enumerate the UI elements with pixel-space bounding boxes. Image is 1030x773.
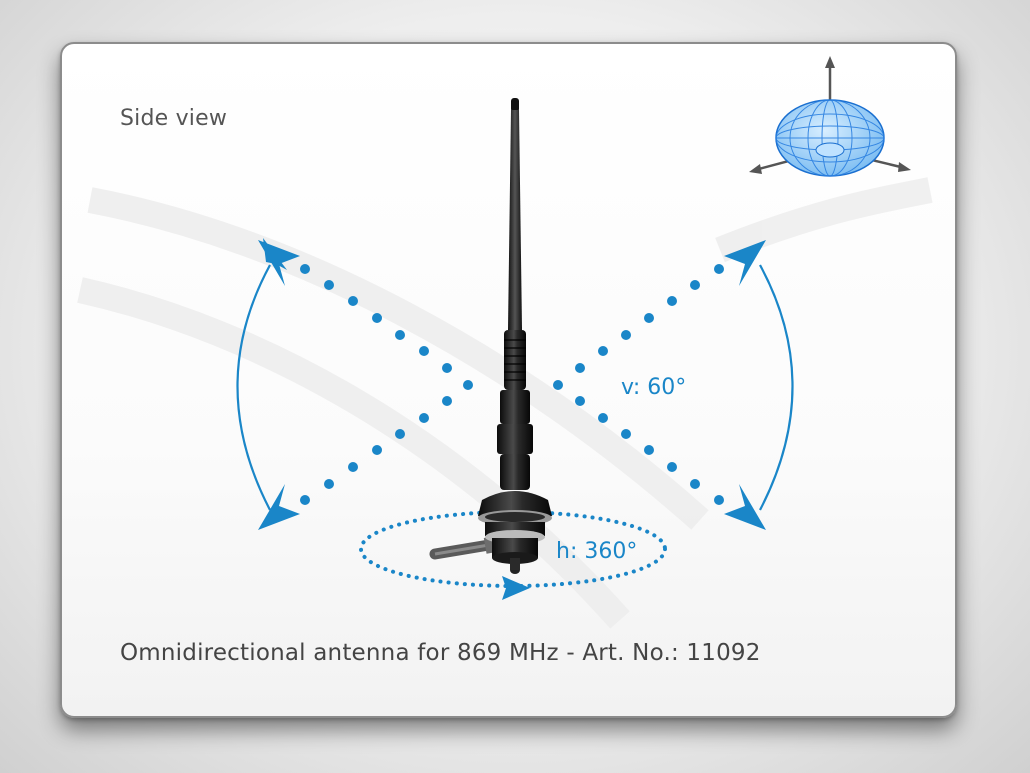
horizontal-angle-label: h: 360° <box>556 539 637 564</box>
vertical-sweep-arrow-right <box>759 264 794 511</box>
view-title: Side view <box>120 106 228 131</box>
antenna-image <box>429 98 552 574</box>
watermark-swoosh <box>77 177 933 629</box>
product-caption: Omnidirectional antenna for 869 MHz - Ar… <box>120 640 761 666</box>
beam-dots <box>300 264 724 505</box>
vertical-angle-label: v: 60° <box>621 375 686 400</box>
beam-arrowheads <box>258 240 766 530</box>
toroid-radiation-pattern-icon <box>749 56 911 177</box>
